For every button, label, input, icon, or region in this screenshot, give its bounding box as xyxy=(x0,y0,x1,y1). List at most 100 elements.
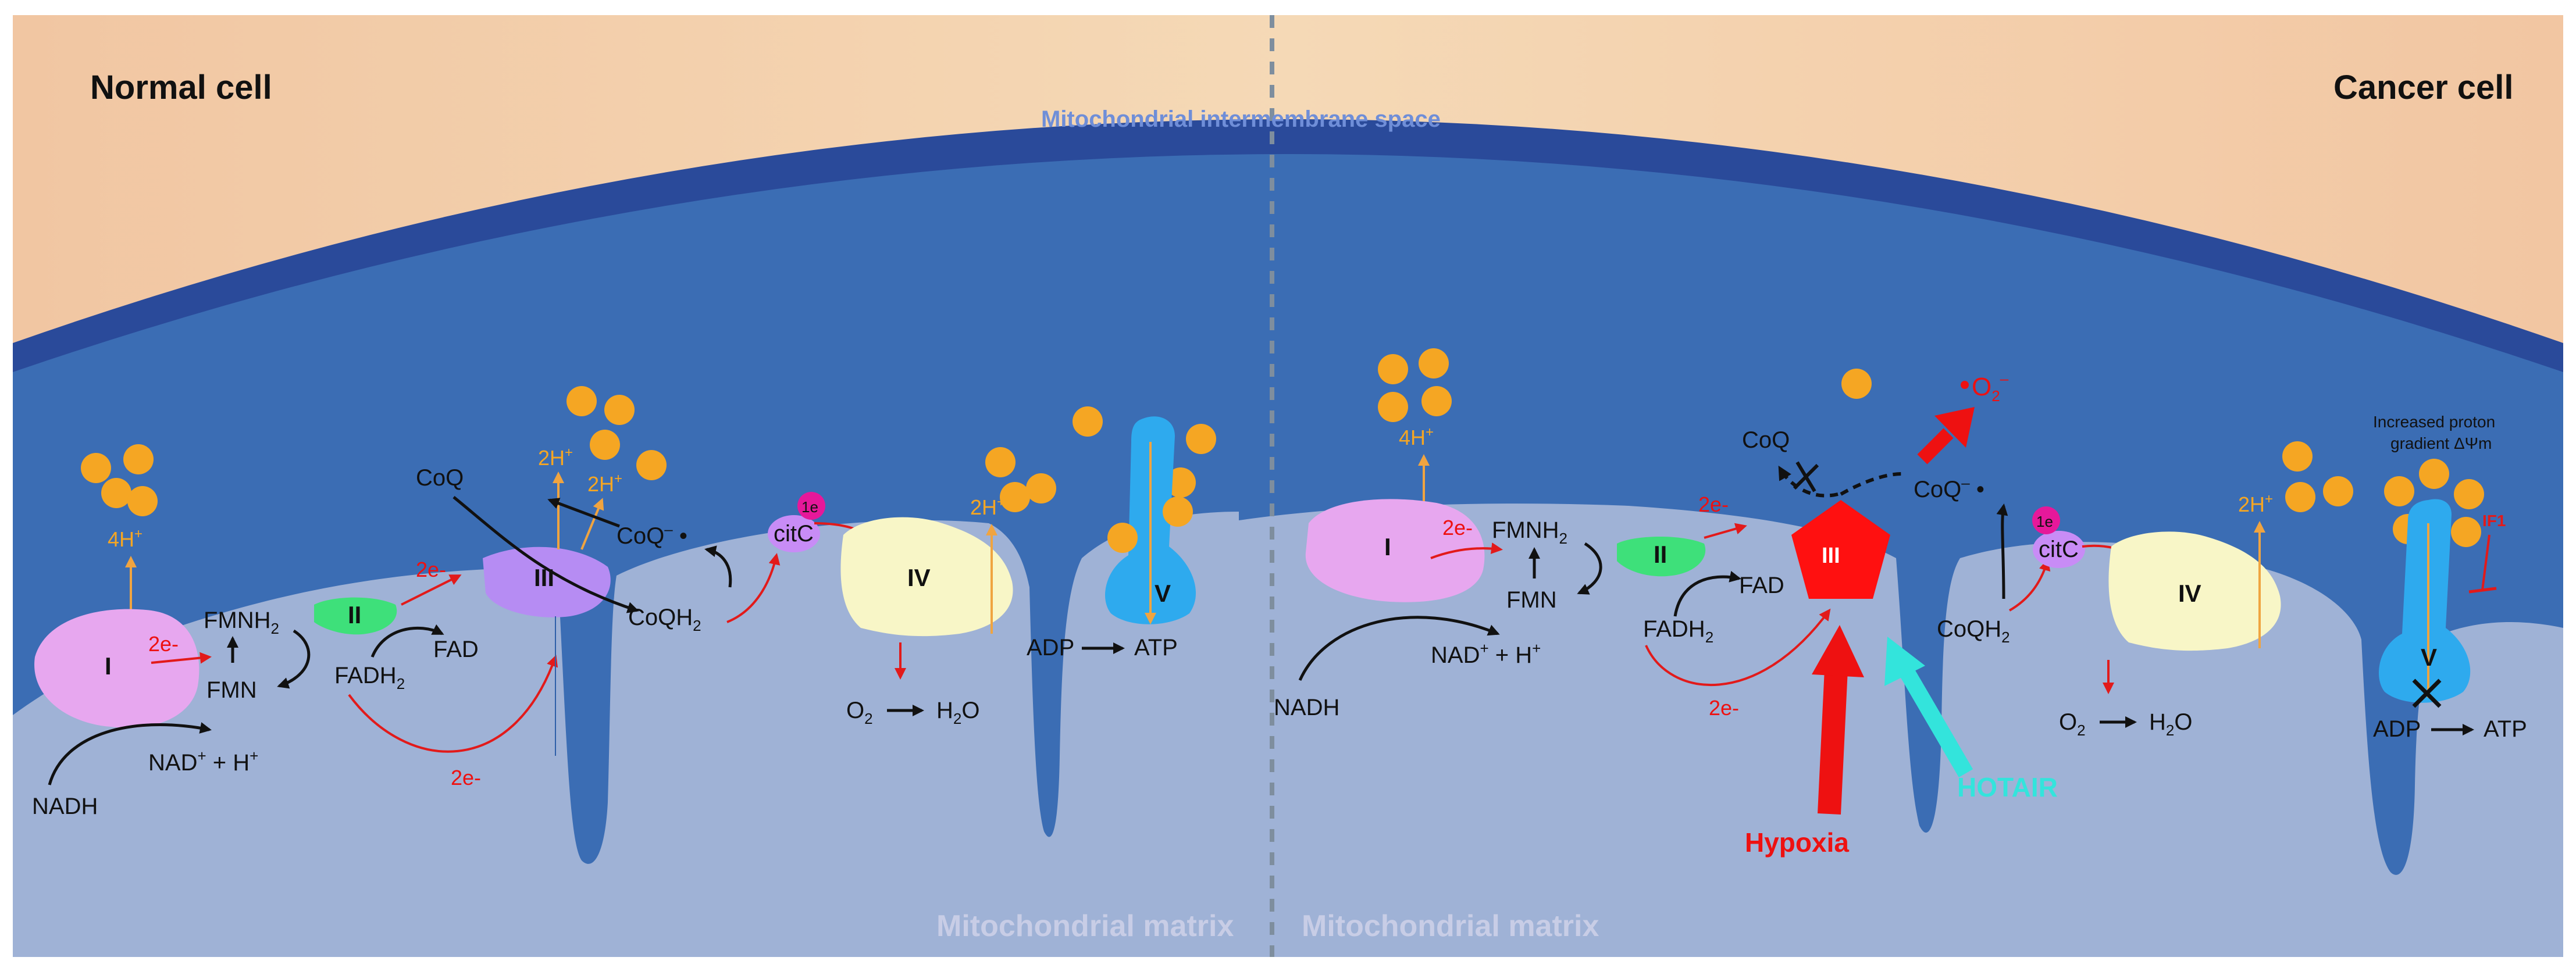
complex-i-cancer xyxy=(1305,499,1485,602)
proton-dot xyxy=(2285,482,2315,512)
cancer-panel: 4H+ I 2e- FMNH2 FMN NADH NAD+ + H+ II 2e… xyxy=(1274,348,2527,858)
electron-label-ii: 2e- xyxy=(416,558,446,581)
h2o-cancer-label: H2O xyxy=(2149,709,2192,739)
proton-dot xyxy=(566,386,597,416)
normal-cell-title: Normal cell xyxy=(90,69,272,106)
electron-arrow-ii xyxy=(401,574,462,606)
proton-dot xyxy=(2282,441,2313,472)
proton-dot xyxy=(1419,348,1449,378)
nad-label: NAD+ + H+ xyxy=(148,747,258,776)
adp-label: ADP xyxy=(1027,635,1074,660)
proton-dot xyxy=(2454,479,2484,509)
complex-iv-cancer-label: IV xyxy=(2178,580,2201,607)
nadh-arrow-cancer xyxy=(1298,616,1500,681)
complex-i-label: I xyxy=(105,652,112,680)
hypoxia-label: Hypoxia xyxy=(1745,827,1849,858)
fmn-cycle-arrow-cancer xyxy=(1577,542,1602,595)
if1-inhibition-line xyxy=(2481,534,2491,591)
proton-dot xyxy=(636,450,667,480)
complex-ii-cancer-label: II xyxy=(1654,541,1667,568)
electron-arrow-citc xyxy=(726,553,781,623)
electron-label-i: 2e- xyxy=(148,632,179,656)
coqh2-oxidation-arrow xyxy=(704,545,732,588)
fmnh2-cancer-label: FMNH2 xyxy=(1492,517,1567,547)
atp-cancer-label: ATP xyxy=(2484,716,2527,742)
proton-label-iii-b: 2H+ xyxy=(587,471,622,496)
electron-badge-cancer xyxy=(2032,506,2060,534)
intermembrane-label: Mitochondrial intermembrane space xyxy=(1041,106,1441,132)
electron-badge xyxy=(797,492,825,520)
electron-label-ii-cancer: 2e- xyxy=(1698,492,1729,516)
adp-cancer-label: ADP xyxy=(2373,716,2421,742)
citc-label: citC xyxy=(774,521,814,547)
proton-dot xyxy=(1000,482,1030,512)
complex-iii-cancer xyxy=(1791,500,1890,599)
electron-arrow-i xyxy=(151,652,212,664)
coqh2-cancer-label: CoQH2 xyxy=(1937,616,2010,646)
atp-label: ATP xyxy=(1134,635,1178,660)
coq-reduction-arrow xyxy=(453,496,639,613)
h2o-label: H2O xyxy=(936,698,979,727)
proton-label-iv-cancer: 2H+ xyxy=(2238,491,2273,516)
complex-iii-normal xyxy=(483,547,611,617)
complex-v-label: V xyxy=(1155,580,1171,607)
coq-block-mark xyxy=(1793,461,1819,492)
complex-v-cancer xyxy=(2379,499,2471,703)
proton-dot xyxy=(2384,476,2414,506)
proton-dot xyxy=(1073,406,1103,437)
proton-dot xyxy=(1107,523,1138,553)
hypoxia-arrow-head xyxy=(1812,625,1864,677)
fmn-cycle-arrow xyxy=(277,629,311,689)
coq-radical-dashed xyxy=(1840,472,1902,496)
proton-dot xyxy=(123,444,154,474)
electron-arrow-ii-cancer xyxy=(1704,523,1747,539)
if1-inhibition-bar xyxy=(2468,587,2497,594)
proton-dot xyxy=(985,447,1016,477)
nadh-cancer-label: NADH xyxy=(1274,695,1339,720)
fad-label: FAD xyxy=(433,637,479,662)
cytochrome-c-normal xyxy=(768,515,820,552)
proton-dot xyxy=(2323,476,2353,506)
coq-radical-arrow xyxy=(547,498,620,528)
electron-label-fadh-cancer: 2e- xyxy=(1709,696,1739,720)
proton-dot xyxy=(101,478,131,508)
proton-dot xyxy=(1163,497,1193,527)
superoxide-label: O2– xyxy=(1972,370,2009,405)
fadh2-arrow xyxy=(370,624,444,658)
fmn-cancer-label: FMN xyxy=(1506,587,1557,613)
proton-dot xyxy=(2419,459,2449,489)
proton-dot xyxy=(1421,386,1452,416)
proton-dot xyxy=(81,453,111,483)
complex-ii-cancer xyxy=(1617,536,1706,577)
coqh2-label: CoQH2 xyxy=(628,605,701,634)
electron-badge-label: 1e xyxy=(801,498,818,516)
complex-i-normal xyxy=(34,609,199,728)
coq-radical-cancer-label: CoQ– • xyxy=(1914,474,1984,502)
coq-blocked-arrow xyxy=(1778,465,1839,498)
electron-arrow-i-cancer xyxy=(1430,542,1503,559)
proton-pump-arrow-iii-b xyxy=(580,498,604,550)
complex-iii-cancer-label: III xyxy=(1822,544,1840,568)
complex-v-cancer-label: V xyxy=(2421,644,2437,671)
matrix-label-right: Mitochondrial matrix xyxy=(1302,909,1599,943)
electron-label-i-cancer: 2e- xyxy=(1442,516,1473,540)
gradient-label-line1: Increased proton xyxy=(2373,413,2495,431)
complex-iv-label: IV xyxy=(907,564,931,591)
nadh-arrow xyxy=(48,722,212,785)
coq-radical-label: CoQ– • xyxy=(617,520,687,549)
complex-ii-normal xyxy=(314,597,397,635)
if1-label: IF1 xyxy=(2482,512,2506,530)
proton-dot xyxy=(1166,467,1196,498)
complex-i-cancer-label: I xyxy=(1384,533,1391,560)
complex-iv-cancer xyxy=(2108,531,2281,651)
electron-arrow-fadh xyxy=(348,655,558,753)
superoxide-arrow-head xyxy=(1934,407,1975,448)
hypoxia-arrow-shaft xyxy=(1818,656,1848,815)
complex-ii-label: II xyxy=(348,601,361,628)
o2-cancer-label: O2 xyxy=(2059,709,2086,739)
electron-arrow-citc-cancer xyxy=(2009,559,2051,612)
hotair-arrow-head xyxy=(1884,637,1925,686)
proton-label-iv: 2H+ xyxy=(970,494,1005,519)
